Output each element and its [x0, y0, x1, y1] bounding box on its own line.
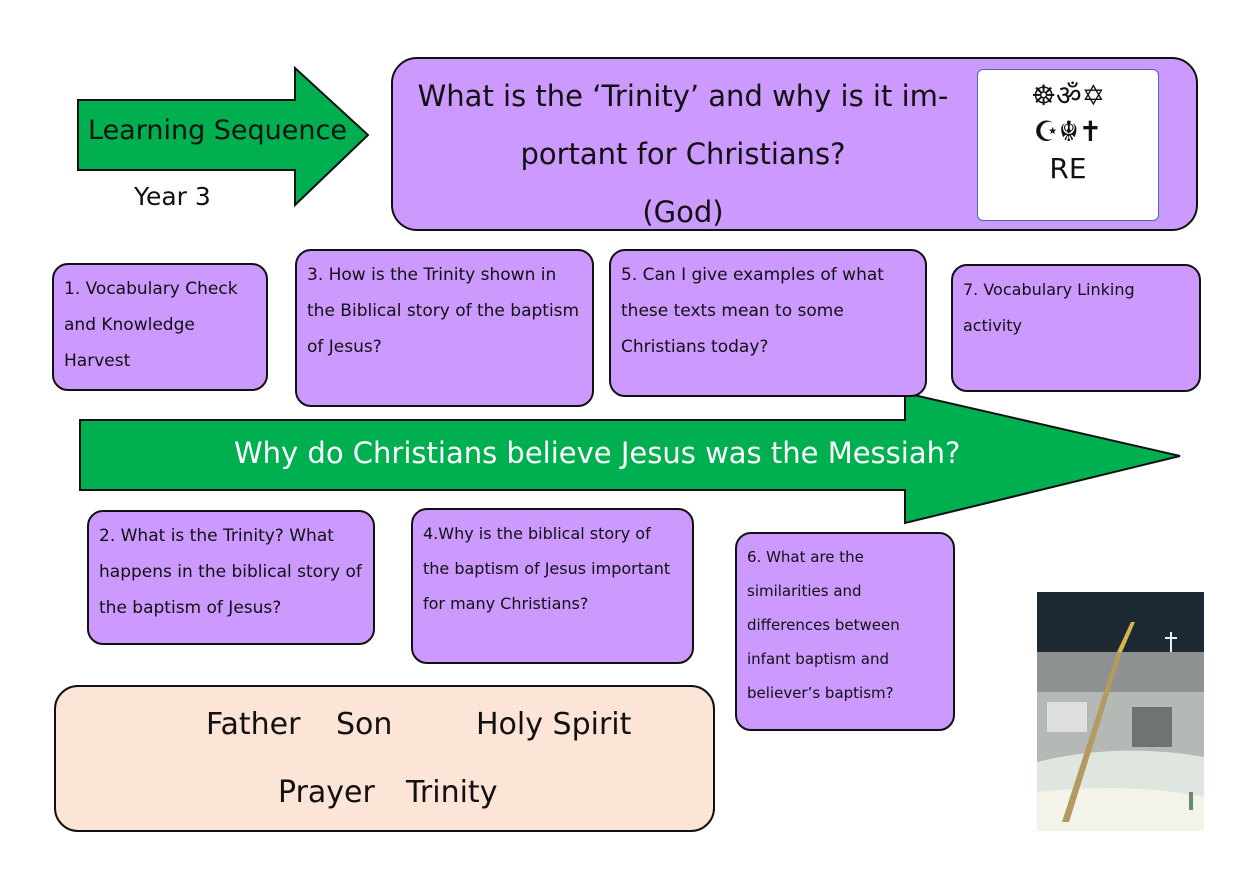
- title-box: What is the ‘Trinity’ and why is it im- …: [391, 57, 1198, 231]
- lesson-7-box: 7. Vocabulary Linking activity: [951, 264, 1201, 392]
- re-logo: ☸ॐ✡☪☬✝ RE: [977, 69, 1159, 221]
- vocab-word: Son: [336, 707, 393, 742]
- lesson-2-box: 2. What is the Trinity? What happens in …: [87, 510, 375, 645]
- main-question: Why do Christians believe Jesus was the …: [234, 436, 961, 470]
- learning-sequence-label: Learning Sequence: [88, 115, 347, 146]
- sequence-arrow-shape: [77, 65, 370, 208]
- lesson-3-box: 3. How is the Trinity shown in the Bibli…: [295, 249, 594, 407]
- main-question-arrow-shape: [79, 391, 1181, 525]
- lesson-1-box: 1. Vocabulary Check and Knowledge Harves…: [52, 263, 268, 391]
- lesson-4-box: 4.Why is the biblical story of the bapti…: [411, 508, 694, 664]
- title-line-3: (God): [642, 195, 724, 229]
- vocab-word: Father: [206, 707, 301, 742]
- vocab-word: Prayer: [278, 775, 375, 810]
- city-illustration-image: [1037, 592, 1204, 831]
- religious-symbols-icon: ☸ॐ✡☪☬✝: [1030, 79, 1106, 148]
- vocab-word: Trinity: [406, 775, 498, 810]
- title-line-1: What is the ‘Trinity’ and why is it im-: [417, 79, 949, 113]
- lesson-6-box: 6. What are the similarities and differe…: [735, 532, 955, 731]
- vocab-word: Holy Spirit: [476, 707, 632, 742]
- lesson-5-box: 5. Can I give examples of what these tex…: [609, 249, 927, 397]
- title-line-2: portant for Christians?: [520, 137, 846, 171]
- year-label: Year 3: [134, 182, 211, 211]
- re-logo-text: RE: [1049, 152, 1087, 185]
- vocabulary-box: Father Son Holy Spirit Prayer Trinity: [54, 685, 715, 832]
